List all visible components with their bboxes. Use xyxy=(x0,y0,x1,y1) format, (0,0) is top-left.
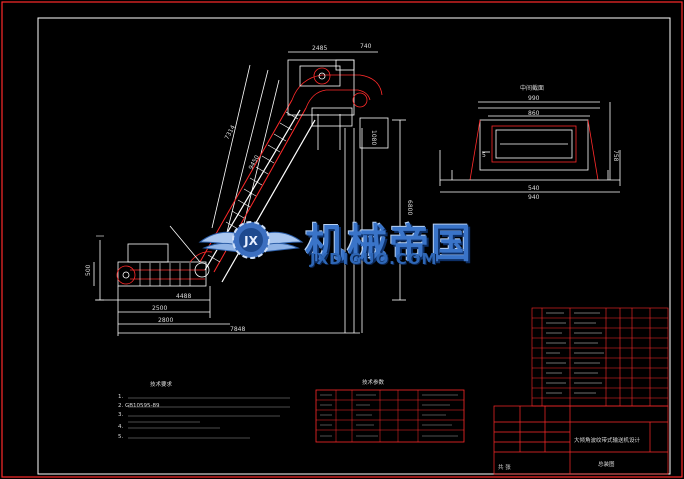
dim-tail-1: 2500 xyxy=(152,305,167,312)
parts-list xyxy=(531,307,669,407)
section-dim-inner: 860 xyxy=(528,110,540,117)
notes-heading: 技术要求 xyxy=(150,380,173,388)
side-view xyxy=(93,51,406,336)
dim-left: 500 xyxy=(85,264,92,276)
technical-notes: 技术要求 1. 2. GB10595-89 3. 4. 5. xyxy=(118,380,173,440)
dim-head-height: 1080 xyxy=(370,130,377,145)
dim-top-width: 2485 xyxy=(312,45,327,52)
note-3: 3. xyxy=(118,412,123,418)
dim-overall-length: 7848 xyxy=(230,326,245,333)
section-dim-height: 758 xyxy=(612,150,619,162)
note-5: 5. xyxy=(118,434,123,440)
spec-table-heading: 技术参数 xyxy=(362,378,385,386)
note-2: 2. GB10595-89 xyxy=(118,403,160,409)
section-dim-base: 540 xyxy=(528,185,540,192)
section-dim-width: 990 xyxy=(528,95,540,102)
dim-incline-length: 7314 xyxy=(224,124,237,141)
spec-table: 技术参数 xyxy=(315,378,465,443)
dim-mid: 4488 xyxy=(176,293,191,300)
watermark-logo-letters: JX xyxy=(243,234,258,248)
title-block xyxy=(493,405,669,475)
watermark-logo-icon: JX xyxy=(198,221,304,259)
section-dim-total: 940 xyxy=(528,194,540,201)
inner-border xyxy=(37,17,671,475)
title-block-small: 共 张 xyxy=(498,463,511,471)
title-block-title: 大倾角波纹带式输送机设计 xyxy=(574,436,641,444)
section-dim-5: 5 xyxy=(482,152,486,159)
note-1: 1. xyxy=(118,394,123,400)
note-4: 4. xyxy=(118,424,123,430)
dim-height: 6800 xyxy=(406,200,413,215)
cross-section-view xyxy=(439,101,621,193)
dim-tail-2: 2800 xyxy=(158,317,173,324)
section-title: 中间截面 xyxy=(520,84,544,92)
watermark-brand-en: JXDIGUO.COM xyxy=(310,250,438,268)
watermark-brand-cn: 机械帝国 xyxy=(305,221,473,267)
dim-head-width: 740 xyxy=(360,43,372,50)
title-block-drawing-name: 总装图 xyxy=(598,460,615,468)
